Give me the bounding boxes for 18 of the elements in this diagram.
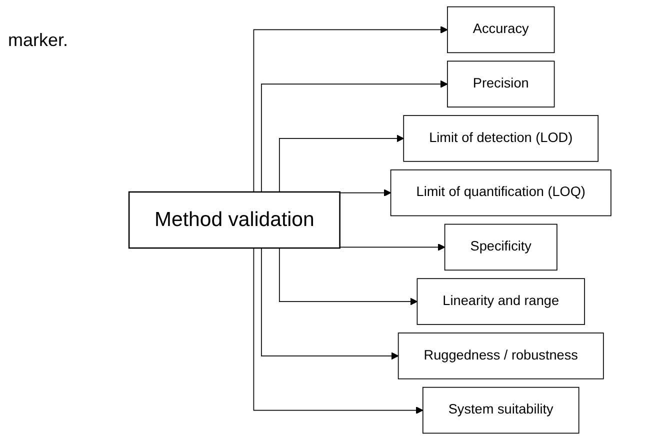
node-box: Linearity and range (416, 278, 585, 325)
note-text: marker. (8, 30, 68, 51)
arrow (279, 134, 404, 192)
node-box: Specificity (444, 224, 558, 271)
node-box: Limit of quantification (LOQ) (390, 169, 612, 216)
node-box: Ruggedness / robustness (398, 332, 604, 380)
arrow (261, 80, 448, 192)
node-box: Method validation (128, 191, 340, 249)
node-box: Limit of detection (LOD) (403, 115, 599, 162)
arrow (253, 26, 448, 192)
arrow (339, 241, 446, 251)
node-box: Accuracy (447, 6, 555, 54)
node-box: Precision (447, 60, 555, 108)
arrow (279, 248, 418, 306)
arrow (253, 248, 424, 414)
node-box: System suitability (422, 386, 580, 434)
arrow (261, 248, 399, 360)
arrow (339, 189, 392, 199)
